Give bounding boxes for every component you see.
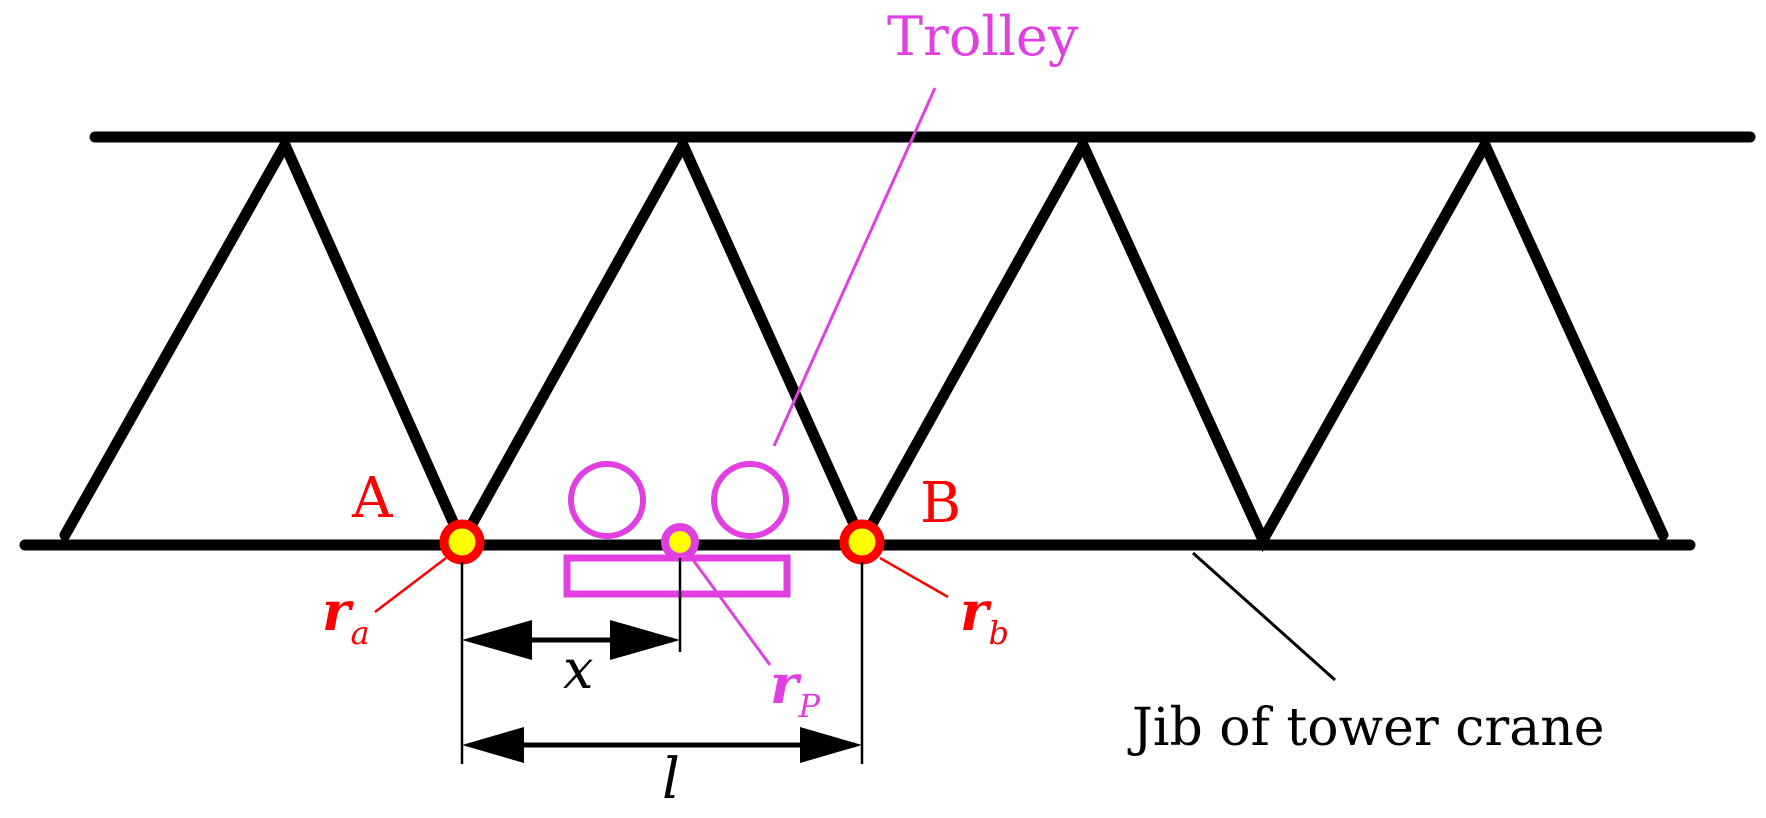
dim-l-arrow-left [462, 727, 524, 763]
jib-label: Jib of tower crane [1127, 698, 1605, 758]
dim-x-label: x [563, 638, 593, 701]
jib-leader-line [1192, 551, 1336, 682]
dimension-l [462, 727, 862, 763]
node-a-label: A [351, 466, 393, 531]
rp-leader-line [686, 552, 772, 666]
ra-subscript: a [350, 614, 369, 652]
trolley-pointer-line [772, 87, 937, 447]
rp-symbol: r [770, 652, 802, 716]
trolley-label: Trolley [887, 5, 1079, 68]
rp-subscript: P [797, 687, 820, 725]
ra-leader-line [374, 557, 447, 613]
dimension-x [462, 620, 680, 660]
trolley-wheel-left [568, 461, 646, 539]
ra-label: ra [322, 579, 370, 652]
rb-label: rb [960, 579, 1009, 652]
dim-x-arrow-right [610, 620, 680, 660]
rb-symbol: r [960, 579, 992, 643]
dim-x-arrow-left [462, 620, 532, 660]
dim-l-arrow-right [800, 727, 862, 763]
node-b-marker [839, 519, 885, 565]
rb-subscript: b [988, 614, 1008, 652]
node-p-marker [661, 523, 699, 561]
truss [19, 131, 1756, 555]
rp-label: rP [770, 652, 820, 725]
node-a-marker [439, 519, 485, 565]
web-members [59, 132, 1669, 555]
dim-l-label: l [662, 747, 680, 812]
ra-symbol: r [322, 579, 354, 643]
trolley [563, 87, 937, 666]
trolley-wheel-right [711, 461, 789, 539]
trolley-frame [563, 554, 791, 598]
rb-leader-line [879, 556, 949, 599]
node-b-label: B [920, 471, 961, 536]
